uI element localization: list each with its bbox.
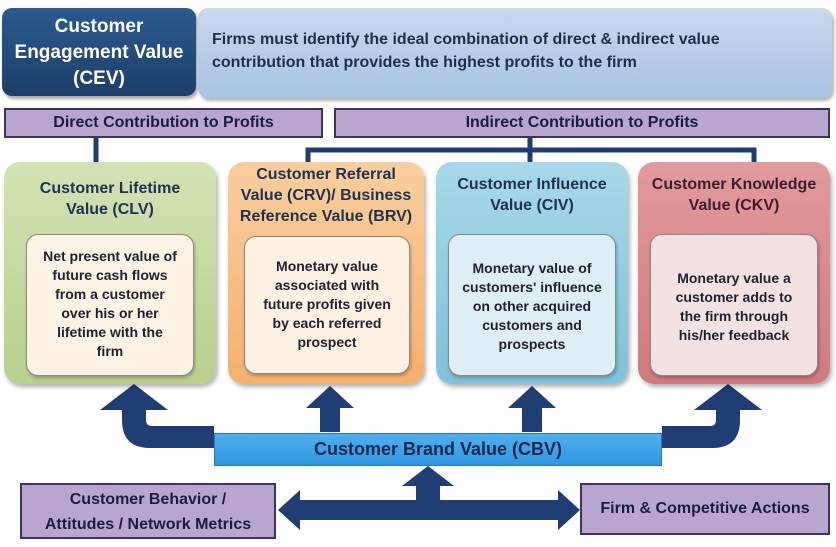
card-crv-body-line-5: prospect: [297, 334, 357, 350]
card-civ-body-line-2: customers' influence: [462, 279, 602, 295]
cev-title-line-1: Customer: [54, 16, 144, 37]
card-clv-body-line-2: future cash flows: [52, 267, 168, 283]
card-civ-body-line-1: Monetary value of: [472, 260, 592, 276]
card-crv-body-line-4: by each referred: [272, 315, 382, 331]
card-ckv: Customer Knowledge Value (CKV) Monetary …: [638, 162, 830, 384]
direct-contribution-label: Direct Contribution to Profits: [4, 108, 323, 138]
firm-message-line-2: contribution that provides the highest p…: [212, 54, 637, 71]
card-ckv-title-line-2: Value (CKV): [688, 197, 780, 214]
card-clv-title-line-2: Value (CLV): [66, 201, 154, 218]
card-clv-title: Customer Lifetime Value (CLV): [4, 178, 216, 220]
cbv-bar: Customer Brand Value (CBV): [214, 433, 662, 466]
card-clv-body-line-6: firm: [96, 343, 124, 359]
card-civ-title-line-1: Customer Influence: [457, 176, 607, 193]
card-civ-body: Monetary value of customers' influence o…: [448, 234, 616, 376]
arrow-cbv-to-civ: [508, 386, 556, 432]
arrow-cbv-to-ckv: [662, 384, 762, 448]
card-civ-body-line-5: prospects: [498, 336, 566, 352]
card-clv-body-line-5: lifetime with the: [57, 324, 163, 340]
card-clv: Customer Lifetime Value (CLV) Net presen…: [4, 162, 216, 384]
card-clv-body-line-4: over his or her: [61, 305, 159, 321]
firm-competitive-actions-box: Firm & Competitive Actions: [580, 483, 830, 535]
firm-message-line-1: Firms must identify the ideal combinatio…: [212, 31, 720, 48]
card-crv-title-line-2: Value (CRV)/ Business: [240, 187, 412, 204]
cev-box: Customer Engagement Value (CEV): [2, 8, 196, 96]
behavior-metrics-line-1: Customer Behavior /: [69, 491, 227, 508]
card-ckv-body-line-1: Monetary value a: [677, 270, 791, 286]
firm-message-box: Firms must identify the ideal combinatio…: [198, 8, 832, 98]
behavior-metrics-box: Customer Behavior / Attitudes / Network …: [20, 483, 276, 539]
card-clv-title-line-1: Customer Lifetime: [39, 180, 181, 197]
behavior-metrics-line-2: Attitudes / Network Metrics: [44, 516, 252, 533]
card-crv-body-line-3: future profits given: [263, 296, 391, 312]
card-clv-body-line-3: from a customer: [55, 286, 165, 302]
arrow-bottom-double-up: [278, 466, 580, 530]
arrow-cbv-to-crv: [306, 386, 354, 432]
card-crv-body: Monetary value associated with future pr…: [244, 236, 410, 374]
card-civ-title: Customer Influence Value (CIV): [436, 174, 628, 216]
card-civ-body-line-4: customers and: [482, 317, 582, 333]
card-ckv-title-line-1: Customer Knowledge: [651, 176, 817, 193]
card-clv-body: Net present value of future cash flows f…: [26, 234, 194, 376]
arrow-cbv-to-clv: [100, 384, 214, 448]
cev-title-line-3: (CEV): [73, 68, 125, 89]
card-civ-title-line-2: Value (CIV): [490, 197, 574, 214]
card-crv-title-line-3: Reference Value (BRV): [239, 208, 413, 225]
card-clv-body-line-1: Net present value of: [43, 248, 177, 264]
card-civ-body-line-3: on other acquired: [472, 298, 592, 314]
card-crv-title: Customer Referral Value (CRV)/ Business …: [228, 164, 424, 227]
card-crv-title-line-1: Customer Referral: [256, 166, 396, 183]
card-ckv-body-line-3: the firm through: [679, 308, 789, 324]
card-crv-body-line-2: associated with: [274, 277, 380, 293]
card-ckv-title: Customer Knowledge Value (CKV): [638, 174, 830, 216]
cev-title-line-2: Engagement Value: [14, 42, 184, 63]
indirect-contribution-label: Indirect Contribution to Profits: [334, 108, 830, 138]
card-ckv-body-line-2: customer adds to: [675, 289, 793, 305]
card-civ: Customer Influence Value (CIV) Monetary …: [436, 162, 628, 384]
card-crv-body-line-1: Monetary value: [276, 258, 378, 274]
card-ckv-body: Monetary value a customer adds to the fi…: [650, 234, 818, 376]
card-ckv-body-line-4: his/her feedback: [678, 327, 790, 343]
card-crv: Customer Referral Value (CRV)/ Business …: [228, 162, 424, 384]
